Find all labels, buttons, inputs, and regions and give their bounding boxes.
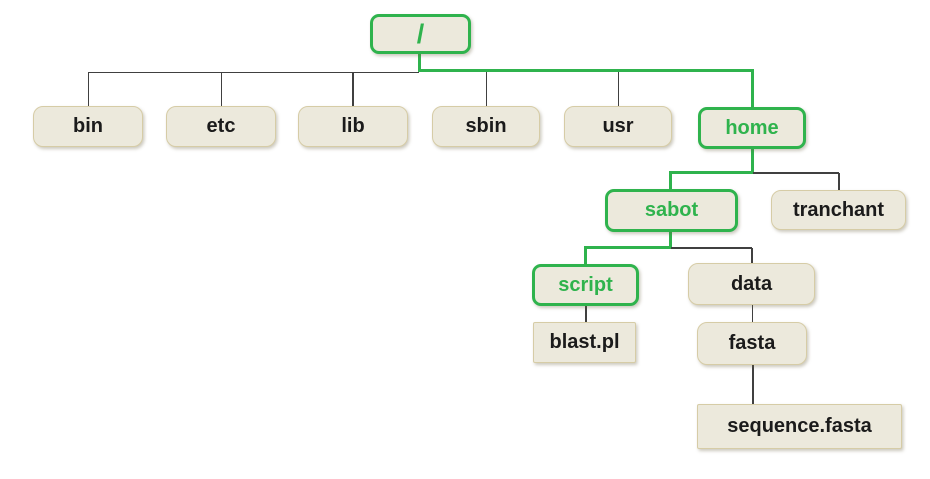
node-sequence-fasta: sequence.fasta <box>697 404 902 449</box>
connector-sabot-down <box>669 230 672 249</box>
node-data-label: data <box>730 272 773 295</box>
connector-stub-sequence-fasta <box>752 364 754 404</box>
node-bin-label: bin <box>73 115 103 137</box>
connector-stub-data <box>751 247 753 264</box>
node-tranchant-label: tranchant <box>792 198 885 221</box>
node-blast-pl: blast.pl <box>533 322 636 363</box>
connector-stub-fasta <box>751 304 753 322</box>
node-sabot-label: sabot <box>644 199 699 221</box>
connector-home-down <box>751 147 754 174</box>
node-script: script <box>532 264 639 306</box>
connector-stub-script <box>584 246 587 264</box>
node-sbin: sbin <box>432 106 540 147</box>
connector-stub-sbin <box>485 72 487 106</box>
node-root: / <box>370 14 471 54</box>
connector-rail-level1-dark <box>88 71 419 73</box>
node-tranchant: tranchant <box>771 190 906 230</box>
connector-rail-level3-dark <box>671 247 752 249</box>
node-etc: etc <box>166 106 276 147</box>
connector-stub-blast-pl <box>585 305 587 322</box>
node-home-label: home <box>725 116 779 139</box>
node-etc-label: etc <box>206 115 236 137</box>
node-usr-label: usr <box>602 115 634 137</box>
connector-stub-tranchant <box>838 172 840 191</box>
node-root-label: / <box>416 18 425 49</box>
node-data: data <box>688 263 815 305</box>
node-bin: bin <box>33 106 143 147</box>
node-home: home <box>698 107 806 149</box>
node-blast-pl-label: blast.pl <box>549 331 620 353</box>
connector-root-down <box>418 53 421 72</box>
connector-rail-level1-green <box>418 69 754 72</box>
connector-stub-etc <box>220 72 222 106</box>
connector-stub-home <box>751 69 754 107</box>
node-fasta-label: fasta <box>728 332 776 354</box>
node-sequence-fasta-label: sequence.fasta <box>727 415 872 437</box>
node-script-label: script <box>558 273 613 296</box>
connector-stub-lib <box>352 72 354 106</box>
connector-stub-bin <box>87 72 89 106</box>
node-sabot: sabot <box>605 189 738 232</box>
connector-stub-usr <box>617 72 619 106</box>
node-usr: usr <box>564 106 672 147</box>
connector-stub-sabot <box>669 171 672 189</box>
connector-rail-level3-green <box>584 246 672 249</box>
node-lib: lib <box>298 106 408 147</box>
connector-rail-level2-green <box>669 171 754 174</box>
node-lib-label: lib <box>341 115 365 137</box>
node-sbin-label: sbin <box>465 115 507 137</box>
node-fasta: fasta <box>697 322 807 365</box>
connector-rail-level2-dark <box>753 172 839 174</box>
